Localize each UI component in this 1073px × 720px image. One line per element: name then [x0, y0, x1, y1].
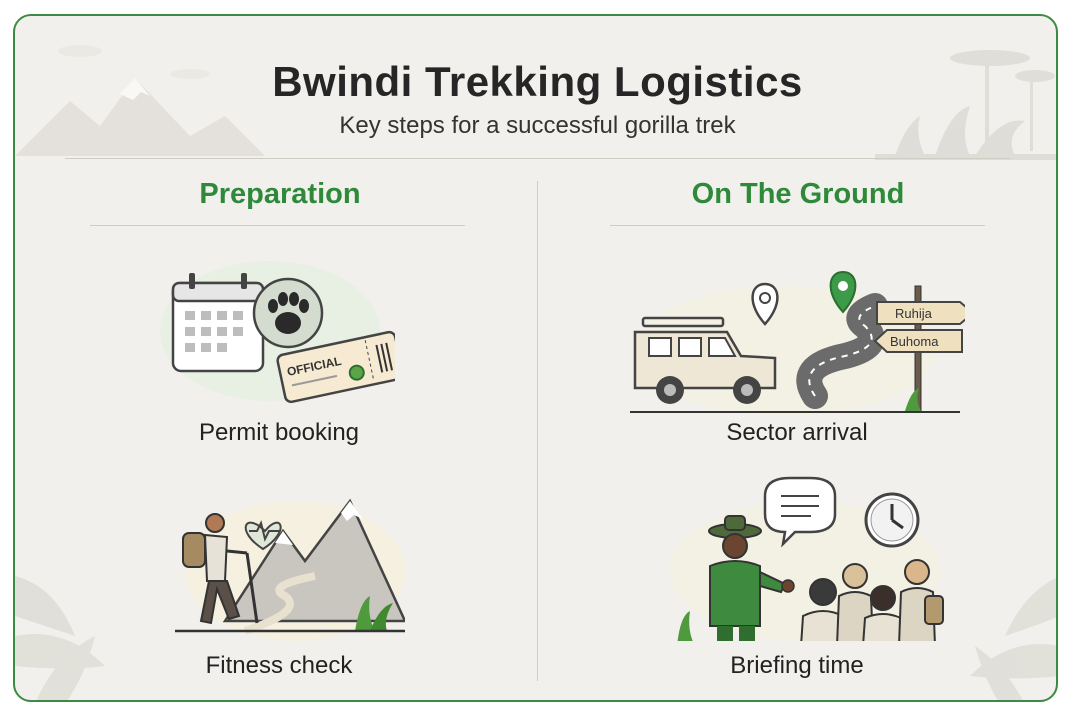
column-divider — [537, 181, 538, 681]
column-heading-on-the-ground: On The Ground — [691, 178, 905, 210]
step-label-permit-booking: Permit booking — [198, 419, 360, 446]
step-label-briefing-time: Briefing time — [730, 652, 864, 679]
header-divider — [65, 158, 1010, 159]
acacia-tree-decoration-icon — [875, 50, 1056, 160]
page-title: Bwindi Trekking Logistics — [272, 58, 803, 105]
signpost-buhoma-text: Buhoma — [890, 334, 939, 349]
column-rule-preparation — [90, 225, 465, 226]
signpost-ruhija-text: Ruhija — [895, 306, 933, 321]
background-decoration — [15, 45, 1056, 700]
mountains-decoration-icon — [15, 45, 265, 156]
hiker-mountain-icon — [175, 498, 405, 641]
column-rule-on-the-ground — [610, 225, 985, 226]
safari-vehicle-road-icon: Ruhija Buhoma — [630, 270, 965, 416]
step-label-sector-arrival: Sector arrival — [726, 419, 868, 446]
column-heading-preparation: Preparation — [199, 178, 361, 210]
ranger-briefing-group-icon — [670, 476, 944, 641]
infographic-card: Bwindi Trekking Logistics Key steps for … — [13, 14, 1058, 702]
permit-ticket-calendar-icon: OFFICIAL — [160, 261, 395, 404]
page-subtitle: Key steps for a successful gorilla trek — [339, 112, 736, 139]
step-label-fitness-check: Fitness check — [205, 652, 353, 679]
fern-leaves-decoration-icon — [15, 576, 1056, 700]
